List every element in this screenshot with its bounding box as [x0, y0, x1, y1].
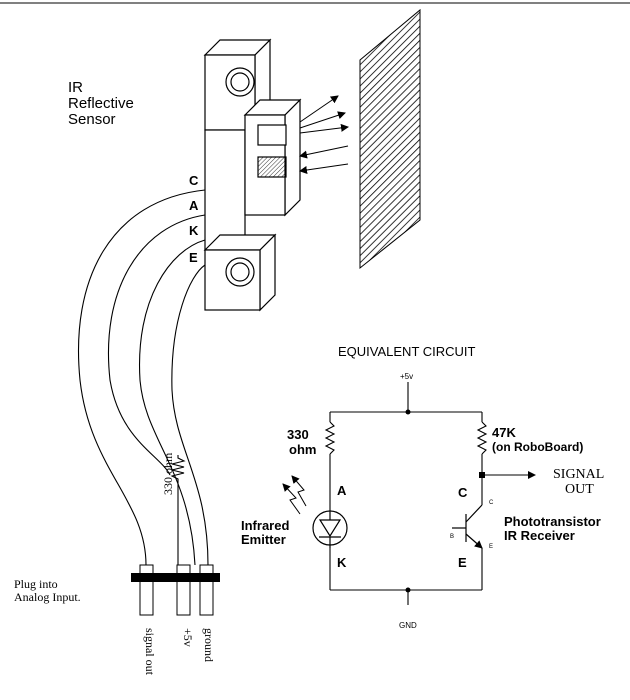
pin-label-k: K — [189, 223, 199, 238]
phototransistor-label-line: Phototransistor — [504, 514, 601, 529]
signal-out-label: SIGNAL OUT — [553, 467, 605, 497]
plug-label: Plug into Analog Input. — [14, 578, 81, 603]
ir-sensor-body — [203, 38, 302, 312]
equivalent-circuit-wires — [324, 382, 536, 605]
sensor-leads — [78, 189, 209, 566]
pin-label-c: C — [189, 173, 199, 188]
emitter-label-line: Emitter — [241, 531, 286, 547]
phototransistor-symbol — [452, 504, 483, 549]
sensor-title-line: IR — [68, 79, 83, 96]
signal-out-line: SIGNAL — [553, 467, 605, 482]
tiny-base-mark: B — [450, 534, 455, 540]
phototransistor-label: Phototransistor IR Receiver — [504, 515, 601, 542]
collector-label: C — [458, 485, 468, 500]
plug-label-line: Plug into — [14, 577, 58, 591]
emitter-cathode-label: K — [337, 555, 347, 570]
sensor-title: IR Reflective Sensor — [68, 80, 134, 127]
pin-label-a: A — [189, 198, 199, 213]
ground-node — [405, 587, 411, 593]
tiny-emitter-mark: E — [489, 544, 494, 550]
r2-value: 47K — [492, 425, 516, 440]
ir-beams — [299, 95, 349, 174]
lead-resistor-label: 330 ohm — [161, 452, 175, 495]
reflective-surface — [359, 8, 421, 270]
infrared-diode-symbol — [312, 510, 348, 548]
emission-arrows — [282, 475, 307, 515]
emitter-anode-label: A — [337, 483, 347, 498]
phototransistor-label-line: IR Receiver — [504, 527, 575, 543]
analog-plug — [131, 564, 220, 616]
signal-node — [479, 472, 485, 478]
r2-note: (on RoboBoard) — [492, 440, 584, 454]
ground-label: GND — [399, 621, 417, 630]
pin-label-e: E — [189, 250, 198, 265]
emitter-label: Infrared Emitter — [241, 519, 289, 546]
r1-unit: ohm — [289, 442, 317, 457]
sensor-title-line: Reflective — [68, 94, 134, 112]
plug-pin-ground: ground — [202, 628, 216, 662]
supply-label: +5v — [400, 372, 414, 381]
sensor-title-line: Sensor — [68, 110, 116, 128]
emitter-label-line: Infrared — [241, 518, 290, 533]
supply-node — [405, 409, 411, 415]
plug-pin-signal-out: signal out — [143, 628, 157, 675]
tiny-collector-mark: C — [489, 500, 494, 506]
circuit-title: EQUIVALENT CIRCUIT — [338, 344, 476, 359]
emitter-pin-label: E — [458, 555, 467, 570]
plug-label-line: Analog Input. — [14, 589, 81, 604]
signal-out-line: OUT — [565, 481, 594, 497]
plug-pin-5v: +5v — [181, 628, 195, 647]
r1-value: 330 — [287, 427, 309, 442]
lead-resistor-330 — [170, 455, 186, 565]
